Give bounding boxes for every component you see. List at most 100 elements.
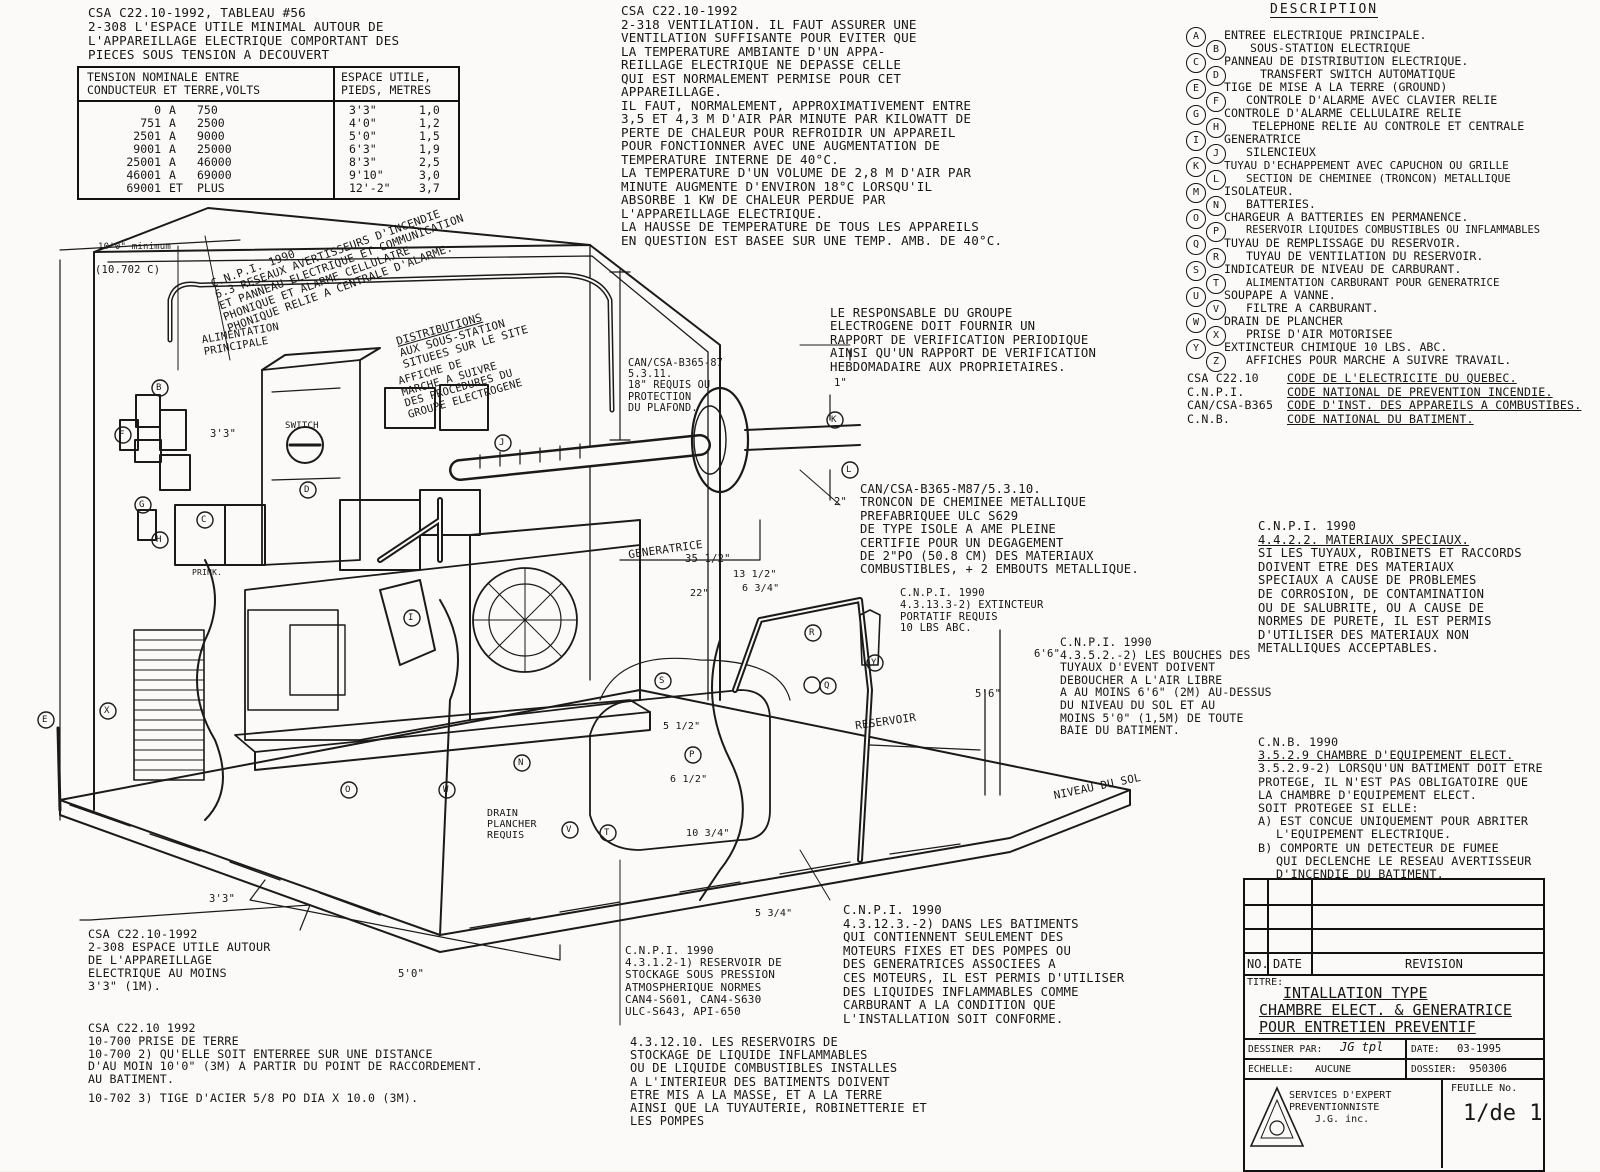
note-line: BAIE DU BATIMENT. bbox=[1060, 723, 1180, 738]
letter-badge: B bbox=[1206, 40, 1226, 60]
description-item: PRISE D'AIR MOTORISEE bbox=[1246, 327, 1393, 341]
company-line: J.G. inc. bbox=[1315, 1114, 1370, 1125]
note-line: L'EQUIPEMENT ELECTRIQUE. bbox=[1276, 827, 1452, 842]
letter-badge: V bbox=[1206, 300, 1226, 320]
callout-letter: K bbox=[831, 415, 837, 425]
note-line: NORMES DE PURETE, IL EST PERMIS bbox=[1258, 614, 1492, 629]
note-line: CERTIFIE POUR UN DEGAGEMENT bbox=[860, 535, 1064, 550]
callout-letter: C bbox=[201, 515, 207, 525]
note-line: QUI EST NORMALEMENT PERMISE POUR CET bbox=[621, 70, 902, 86]
note-line: 4.4.2.2. MATERIAUX SPECIAUX. bbox=[1258, 532, 1470, 547]
titre-line: POUR ENTRETIEN PREVENTIF bbox=[1259, 1018, 1476, 1036]
letter-badge: I bbox=[1186, 131, 1206, 151]
note-line: PROTECTION bbox=[628, 391, 692, 403]
letter-badge: T bbox=[1206, 274, 1226, 294]
description-item: SOUPAPE A VANNE. bbox=[1224, 288, 1336, 302]
note-line: EN QUESTION EST BASEE SUR UNE TEMP. AMB.… bbox=[621, 232, 1003, 248]
note-line: DES GENERATRICES ASSOCIEES A bbox=[843, 957, 1056, 972]
rule bbox=[1245, 952, 1543, 954]
letter-badge: D bbox=[1206, 66, 1226, 86]
fuel-tank bbox=[589, 689, 771, 851]
callout-letter: X bbox=[104, 706, 110, 716]
description-item: BATTERIES. bbox=[1246, 197, 1316, 211]
note-line: DE CORROSION, DE CONTAMINATION bbox=[1258, 586, 1485, 601]
note-line: CES MOTEURS, IL EST PERMIS D'UTILISER bbox=[843, 970, 1125, 985]
company-line: PREVENTIONNISTE bbox=[1289, 1102, 1380, 1113]
note-line: 4.3.12.3.-2) DANS LES BATIMENTS bbox=[843, 916, 1079, 931]
note-line: STOCKAGE SOUS PRESSION bbox=[625, 968, 776, 982]
letter-badge: C bbox=[1186, 53, 1206, 73]
callout-letter: R bbox=[809, 628, 815, 638]
dossier-value: 950306 bbox=[1469, 1063, 1507, 1075]
callout-letter: W bbox=[443, 785, 449, 795]
description-item: CONTROLE D'ALARME AVEC CLAVIER RELIE bbox=[1246, 93, 1498, 107]
callout-letter: O bbox=[345, 785, 351, 795]
note-line: PORTATIF REQUIS bbox=[900, 610, 998, 623]
note-line: CAN/CSA-B365-87 bbox=[628, 358, 724, 369]
note-line: C.N.P.I. 1990 bbox=[1258, 519, 1356, 533]
description-item: SECTION DE CHEMINEE (TRONCON) METALLIQUE bbox=[1246, 172, 1511, 185]
table-separator bbox=[333, 68, 335, 198]
note-line: 10-700 PRISE DE TERRE bbox=[88, 1033, 239, 1048]
note-line: C.N.P.I. 1990 bbox=[900, 587, 985, 599]
description-item: INDICATEUR DE NIVEAU DE CARBURANT. bbox=[1224, 262, 1462, 276]
date-value: 03-1995 bbox=[1457, 1043, 1502, 1055]
rule bbox=[1245, 928, 1543, 930]
letter-badge: W bbox=[1186, 313, 1206, 333]
note-line: 4.3.5.2.-2) LES BOUCHES DES bbox=[1060, 647, 1251, 662]
note-line: RAPPORT DE VERIFICATION PERIODIQUE bbox=[830, 332, 1089, 347]
note-line: MOTEURS FIXES ET DES POMPES OU bbox=[843, 943, 1072, 958]
description-item: TUYAU DE REMPLISSAGE DU RESERVOIR. bbox=[1224, 236, 1462, 250]
dim-10-sub: (10.702 c) bbox=[95, 264, 161, 276]
note-line: D'UTILISER DES MATERIAUX NON bbox=[1258, 627, 1470, 642]
note-line: ETRE MIS A LA MASSE, ET A LA TERRE bbox=[630, 1087, 883, 1102]
note-line: DE L'APPAREILLAGE bbox=[88, 953, 213, 967]
rule bbox=[1245, 904, 1543, 906]
callout-letter: L bbox=[846, 465, 852, 475]
note-line: POUR FONCTIONNER AVEC UNE AUGMENTATION D… bbox=[621, 138, 941, 153]
letter-badge: L bbox=[1206, 170, 1226, 190]
rule bbox=[1245, 1038, 1543, 1040]
label-drain: DRAIN PLANCHER REQUIS bbox=[487, 808, 537, 841]
dessine-value: JG tpl bbox=[1340, 1040, 1384, 1054]
letter-badge: R bbox=[1206, 248, 1226, 268]
letter-badge: E bbox=[1186, 79, 1206, 99]
note-line: C.N.B. 1990 bbox=[1258, 735, 1339, 749]
col-revision: REVISION bbox=[1405, 957, 1463, 971]
code-ref: C.N.B.CODE NATIONAL DU BATIMENT. bbox=[1187, 411, 1474, 426]
note-line: ABSORBE 1 KW DE CHALEUR PERDUE PAR bbox=[621, 192, 886, 207]
description-item: EXTINCTEUR CHIMIQUE 10 LBS. ABC. bbox=[1224, 340, 1448, 354]
note-line: 4.3.1.2-1) RESERVOIR DE bbox=[625, 956, 782, 970]
cheminee-note: CAN/CSA-B365-M87/5.3.10. TRONCON DE CHEM… bbox=[860, 482, 1139, 577]
clearance-table: TENSION NOMINALE ENTRE CONDUCTEUR ET TER… bbox=[77, 66, 460, 200]
note-line: CAN4-S601, CAN4-S630 bbox=[625, 992, 762, 1006]
description-item: AFFICHES POUR MARCHE A SUIVRE TRAVAIL. bbox=[1246, 353, 1512, 367]
dessine-label: DESSINER PAR: bbox=[1248, 1044, 1323, 1055]
rule bbox=[1245, 1058, 1543, 1060]
note-line: DOIVENT ETRE DES MATERIAUX bbox=[1258, 559, 1454, 574]
description-item: PANNEAU DE DISTRIBUTION ELECTRIQUE. bbox=[1224, 54, 1469, 68]
note-line: D'INCENDIE DU BATIMENT. bbox=[1276, 867, 1444, 882]
callout-letter: N bbox=[518, 758, 524, 768]
letter-badge: S bbox=[1186, 261, 1206, 281]
note-line: L'APPAREILLAGE ELECTRIQUE COMPORTANT DES bbox=[88, 33, 400, 48]
description-item: TUYAU D'ECHAPPEMENT AVEC CAPUCHON OU GRI… bbox=[1224, 159, 1509, 172]
note-line: TUYAUX D'EVENT DOIVENT bbox=[1060, 660, 1216, 675]
dim-35-5: 35 1/2" bbox=[685, 553, 731, 565]
description-item: CHARGEUR A BATTERIES EN PERMANENCE. bbox=[1224, 210, 1469, 224]
header-line: ESPACE UTILE, bbox=[341, 70, 432, 84]
description-item: RESERVOIR LIQUIDES COMBUSTIBLES OU INFLA… bbox=[1246, 224, 1541, 236]
note-line: 5.3.11. bbox=[628, 369, 673, 381]
letter-badge: K bbox=[1186, 157, 1206, 177]
note-line: ELECTRIQUE AU MOINS bbox=[88, 966, 227, 980]
note-line: A) EST CONCUE UNIQUEMENT pour ABRITER bbox=[1258, 814, 1529, 829]
materiaux-note: C.N.P.I. 1990 4.4.2.2. MATERIAUX SPECIAU… bbox=[1258, 519, 1522, 656]
espace-utile-note: CSA C22.10-1992 2-308 ESPACE UTILE AUTOU… bbox=[88, 928, 271, 993]
